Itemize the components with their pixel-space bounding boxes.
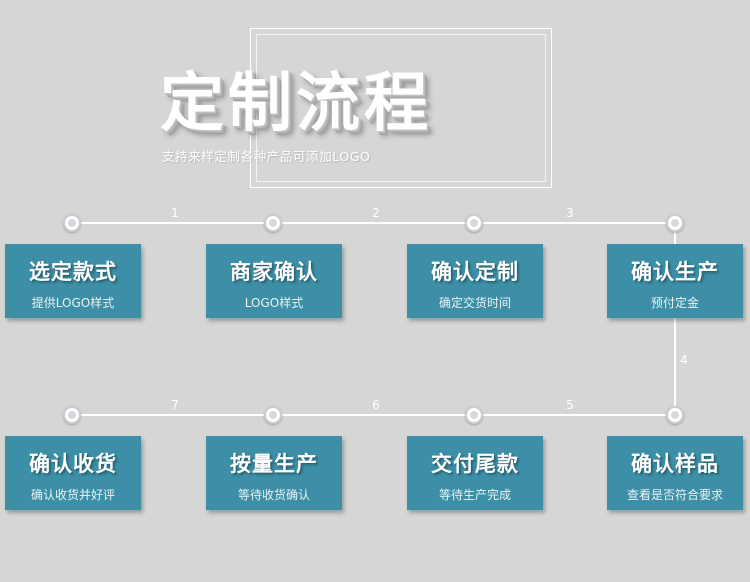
step-box-mass-production: 按量生产 等待收货确认: [206, 436, 342, 510]
step-box-confirm-custom: 确认定制 确定交货时间: [407, 244, 543, 318]
step-box-final-payment: 交付尾款 等待生产完成: [407, 436, 543, 510]
step-title: 选定款式: [29, 260, 117, 284]
connector-label-4: 4: [680, 353, 688, 367]
step-box-confirm-production: 确认生产 预付定金: [607, 244, 743, 318]
connector-label-5: 5: [566, 398, 574, 412]
step-title: 确认收货: [29, 452, 117, 476]
step-desc: LOGO样式: [244, 296, 304, 310]
step-title: 确认定制: [431, 260, 519, 284]
step-title: 交付尾款: [431, 452, 519, 476]
page-title: 定制流程: [160, 67, 432, 141]
flow-node-dot: [63, 406, 81, 424]
step-desc: 等待收货确认: [237, 488, 310, 502]
connector-label-2: 2: [372, 206, 380, 220]
step-desc: 等待生产完成: [438, 488, 511, 502]
step-desc: 确定交货时间: [438, 296, 511, 310]
flow-node-dot: [264, 214, 282, 232]
step-title: 按量生产: [230, 452, 318, 476]
title-frame: [250, 28, 552, 188]
title-frame-inner: [256, 34, 546, 182]
step-desc: 确认收货并好评: [30, 488, 115, 502]
flow-node-dot: [63, 214, 81, 232]
flow-node-dot: [666, 406, 684, 424]
flow-node-dot: [666, 214, 684, 232]
step-box-select-style: 选定款式 提供LOGO样式: [5, 244, 141, 318]
step-title: 确认生产: [631, 260, 719, 284]
step-title: 商家确认: [230, 260, 318, 284]
step-desc: 预付定金: [650, 296, 699, 310]
step-box-confirm-sample: 确认样品 查看是否符合要求: [607, 436, 743, 510]
connector-label-1: 1: [171, 206, 179, 220]
flow-node-dot: [264, 406, 282, 424]
flow-node-dot: [465, 214, 483, 232]
step-box-confirm-receipt: 确认收货 确认收货并好评: [5, 436, 141, 510]
step-desc: 提供LOGO样式: [31, 296, 115, 310]
flow-node-dot: [465, 406, 483, 424]
step-title: 确认样品: [631, 452, 719, 476]
connector-label-3: 3: [566, 206, 574, 220]
step-desc: 查看是否符合要求: [626, 488, 723, 502]
connector-label-6: 6: [372, 398, 380, 412]
connector-label-7: 7: [171, 398, 179, 412]
page-subtitle: 支持来样定制各种产品可添加LOGO: [162, 149, 371, 164]
step-box-merchant-confirm: 商家确认 LOGO样式: [206, 244, 342, 318]
